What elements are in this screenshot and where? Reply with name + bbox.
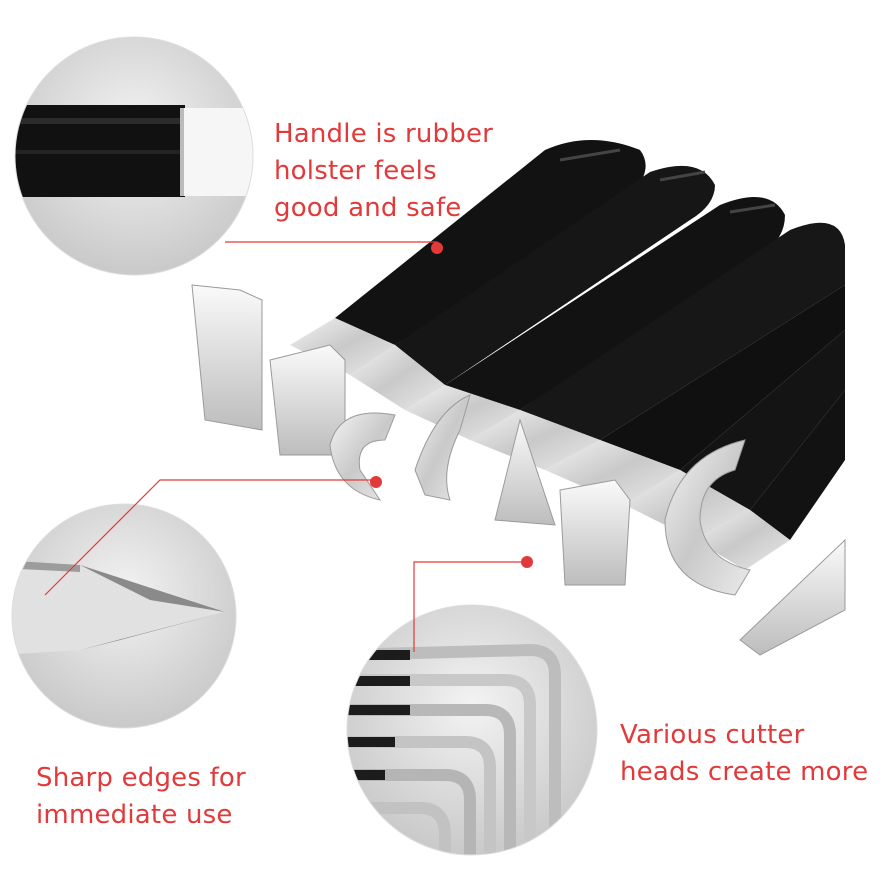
caption-handle-line-2: holster feels: [274, 156, 437, 186]
caption-edges-line-2: immediate use: [36, 800, 233, 830]
caption-edges-line-1: Sharp edges for: [36, 763, 246, 793]
caption-handle: Handle is rubber holster feels good and …: [274, 116, 493, 227]
zoom-heads-circle: [347, 605, 597, 855]
knife-set: [191, 140, 846, 656]
caption-edges: Sharp edges for immediate use: [36, 760, 246, 834]
caption-handle-line-3: good and safe: [274, 193, 462, 223]
callout-heads: [413, 556, 533, 652]
callout-handle: [225, 241, 443, 254]
caption-heads: Various cutter heads create more: [620, 717, 868, 791]
zoom-edge-circle: [12, 504, 236, 728]
zoom-handle-circle: [15, 37, 253, 275]
callout-edges: [44, 476, 382, 596]
caption-heads-line-2: heads create more: [620, 757, 869, 787]
caption-heads-line-1: Various cutter: [620, 720, 805, 750]
caption-handle-line-1: Handle is rubber: [274, 119, 494, 149]
